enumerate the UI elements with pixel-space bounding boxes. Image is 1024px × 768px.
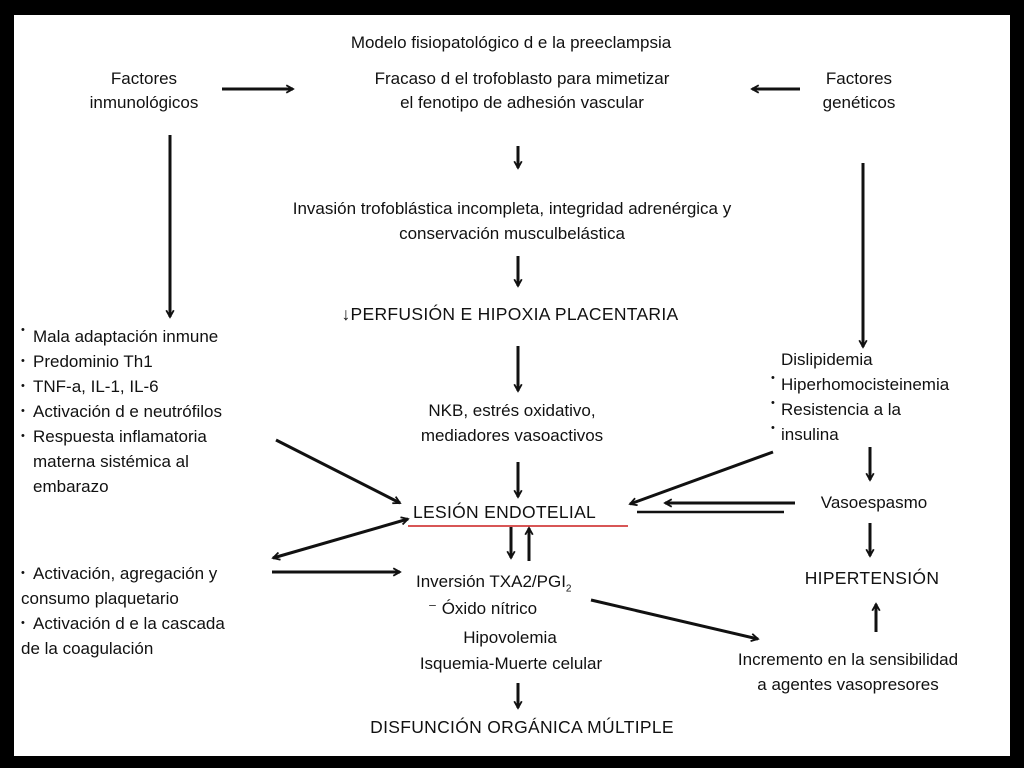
metabolic-list: Dislipidemia Hiperhomocisteinemia Resist…	[771, 347, 949, 447]
endothelial-lesion-node: LESIÓN ENDOTELIAL	[413, 502, 597, 522]
vasospasm-node: Vasoespasmo	[820, 493, 928, 512]
list-item: Mala adaptación inmune	[21, 318, 222, 349]
list-item: Activación d e neutrófilos	[21, 399, 222, 424]
txa2-text: Inversión TXA2/PGI	[416, 572, 566, 591]
list-item: de la coagulación	[21, 639, 154, 658]
genetic-factors-line-2: genéticos	[822, 93, 896, 112]
list-item: consumo plaquetario	[21, 589, 179, 608]
list-item: Activación d e la cascada	[21, 611, 225, 636]
trophoblast-failure-line-2: el fenotipo de adhesión vascular	[400, 93, 644, 112]
txa2-line: Inversión TXA2/PGI2	[416, 569, 571, 601]
list-item: Predominio Th1	[21, 349, 222, 374]
ischemia-node: Isquemia-Muerte celular	[419, 654, 603, 673]
nkb-node: NKB, estrés oxidativo, mediadores vasoac…	[421, 398, 603, 448]
immune-list: Mala adaptación inmune Predominio Th1 TN…	[21, 318, 222, 499]
nkb-line-1: NKB, estrés oxidativo,	[428, 401, 596, 420]
immune-factors-node: Factores inmunológicos	[90, 67, 199, 115]
nitric-oxide-node: ⁻ Óxido nítrico	[428, 599, 538, 618]
invasion-line-1: Invasión trofoblástica incompleta, integ…	[292, 199, 732, 218]
list-item: materna sistémica al	[33, 452, 189, 471]
list-item: Respuesta inflamatoria	[21, 424, 222, 449]
invasion-node: Invasión trofoblástica incompleta, integ…	[293, 196, 731, 246]
trophoblast-failure-node: Fracaso d el trofoblasto para mimetizar …	[375, 67, 670, 115]
list-item: Resistencia a la	[771, 391, 949, 422]
trophoblast-failure-line-1: Fracaso d el trofoblasto para mimetizar	[374, 69, 670, 88]
sensitivity-node: Incremento en la sensibilidad a agentes …	[738, 647, 958, 697]
nkb-line-2: mediadores vasoactivos	[420, 426, 604, 445]
perfusion-node: ↓PERFUSIÓN E HIPOXIA PLACENTARIA	[341, 304, 679, 324]
list-item: embarazo	[33, 477, 109, 496]
list-item: insulina	[771, 416, 949, 447]
sensitivity-line-2: a agentes vasopresores	[757, 675, 939, 694]
invasion-line-2: conservación musculbelástica	[399, 224, 625, 243]
list-item: TNF-a, IL-1, IL-6	[21, 374, 222, 399]
diagram-title: Modelo fisiopatológico d e la preeclamps…	[350, 33, 672, 52]
immune-factors-line-1: Factores	[110, 69, 178, 88]
arrow-inflammatory-to-lesion	[275, 438, 400, 505]
immune-factors-line-2: inmunológicos	[89, 93, 199, 112]
hypovolemia-node: Hipovolemia	[463, 628, 557, 647]
list-item: Hiperhomocisteinemia	[771, 366, 949, 397]
list-item: Activación, agregación y	[21, 561, 225, 586]
hypertension-node: HIPERTENSIÓN	[804, 568, 940, 588]
txa2-subscript: 2	[565, 583, 572, 595]
organ-failure-node: DISFUNCIÓN ORGÁNICA MÚLTIPLE	[370, 717, 674, 737]
arrow-txa2-to-sensitivity	[590, 598, 758, 639]
arrow-metabolic-to-lesion	[630, 450, 774, 504]
platelet-list: Activación, agregación y consumo plaquet…	[21, 561, 225, 661]
arrow-lesion-platelet-bidirectional	[273, 519, 408, 558]
genetic-factors-node: Factores genéticos	[823, 67, 896, 115]
genetic-factors-line-1: Factores	[825, 69, 893, 88]
sensitivity-line-1: Incremento en la sensibilidad	[737, 650, 959, 669]
list-item: Dislipidemia	[781, 350, 873, 369]
